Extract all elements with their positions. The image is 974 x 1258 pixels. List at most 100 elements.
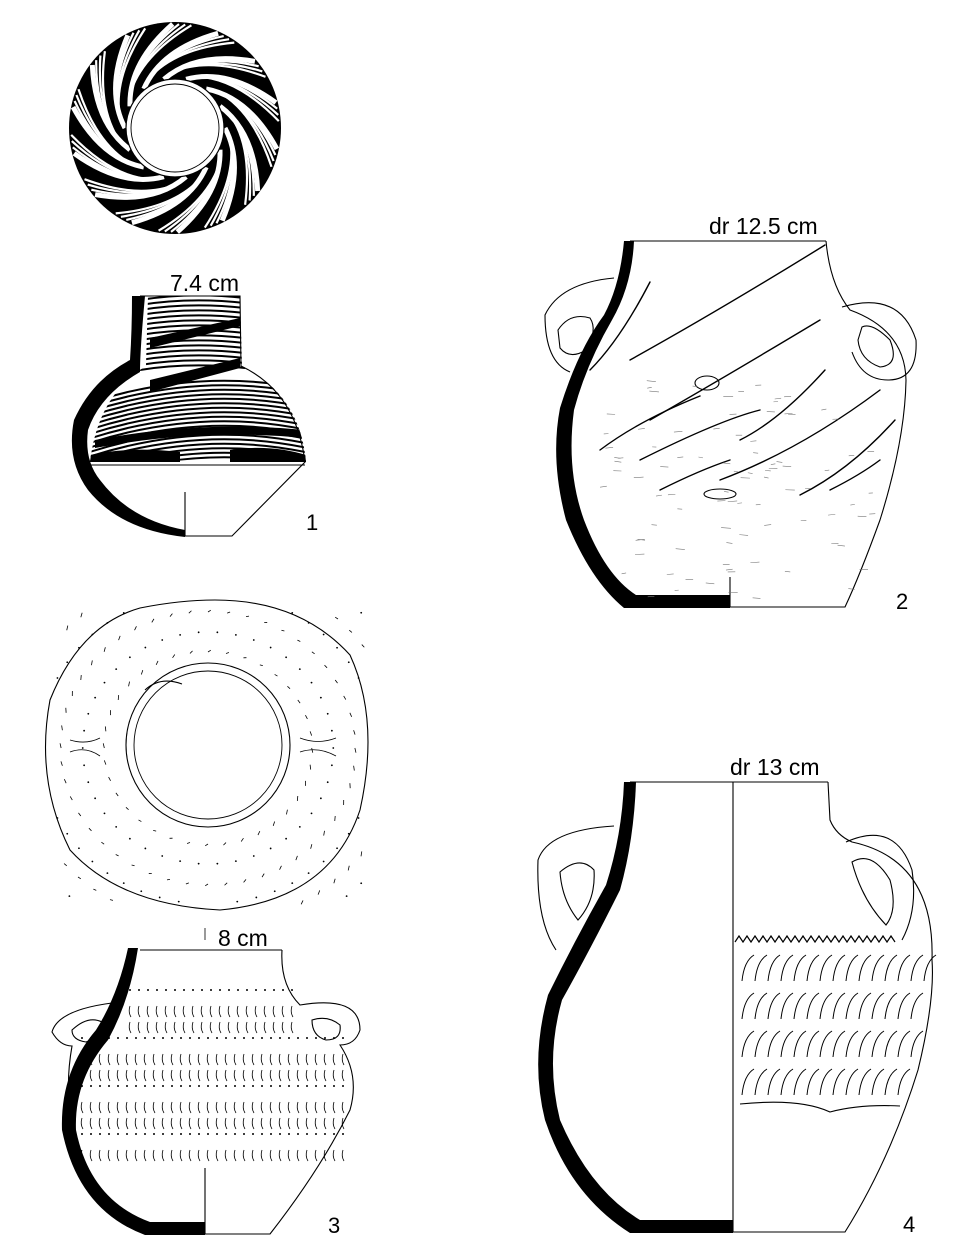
comb-mark [281, 1021, 285, 1034]
hooked-stroke [858, 954, 872, 982]
comb-mark [161, 1101, 165, 1114]
surface-stroke [605, 446, 614, 449]
comb-mark [115, 854, 119, 857]
comb-mark [305, 1101, 309, 1114]
shoulder-stripe [90, 393, 306, 419]
comb-mark [225, 652, 230, 654]
dot-mark [189, 1133, 191, 1135]
dot-mark [180, 1085, 182, 1087]
hooked-stroke [780, 954, 794, 982]
surface-stroke [724, 491, 729, 493]
dot-mark [198, 1085, 200, 1087]
comb-mark [305, 1117, 309, 1130]
hooked-stroke [832, 1068, 846, 1096]
surface-stroke [655, 494, 662, 497]
comb-mark [343, 695, 347, 700]
hooked-stroke [897, 992, 911, 1020]
comb-mark [332, 1053, 336, 1066]
comb-mark [128, 681, 130, 687]
comb-mark [290, 1021, 294, 1034]
comb-mark [98, 1069, 102, 1082]
comb-mark [155, 1021, 159, 1034]
dot-mark [197, 862, 200, 865]
comb-mark [207, 649, 212, 653]
comb-mark [269, 1101, 273, 1114]
comb-mark [107, 1149, 111, 1162]
dot-mark [234, 1037, 236, 1039]
comb-mark [143, 1101, 147, 1114]
dot-mark [297, 1085, 299, 1087]
comb-mark [323, 830, 325, 836]
comb-mark [60, 761, 63, 766]
comb-mark [261, 873, 265, 878]
comb-mark [311, 651, 315, 655]
neck-stripe [139, 304, 246, 311]
dot-mark [122, 882, 125, 884]
dot-mark [310, 812, 313, 815]
comb-mark [125, 1117, 129, 1130]
comb-mark [269, 1053, 273, 1066]
comb-mark [151, 618, 155, 623]
hooked-stroke [754, 954, 768, 982]
swirl-band [203, 137, 233, 229]
comb-mark [224, 1149, 228, 1162]
dot-mark [56, 677, 59, 679]
surface-stroke [727, 500, 738, 503]
dot-mark [273, 989, 275, 991]
comb-mark [182, 1021, 186, 1034]
dot-mark [216, 1133, 218, 1135]
hooked-stroke [871, 954, 885, 982]
shoulder-stripe [90, 397, 306, 423]
surface-stroke [848, 588, 855, 590]
dot-mark [357, 817, 360, 819]
hooked-stroke [754, 1068, 768, 1096]
dot-mark [179, 634, 182, 636]
dot-mark [126, 1037, 128, 1039]
comb-mark [59, 743, 62, 749]
comb-mark [155, 1005, 159, 1018]
comb-mark [215, 1101, 219, 1114]
hooked-stroke [897, 1030, 911, 1058]
dot-mark [288, 1133, 290, 1135]
hooked-stroke [845, 1068, 859, 1096]
comb-mark [323, 1117, 327, 1130]
vessel-3-top-view [44, 599, 369, 911]
dot-mark [99, 1037, 101, 1039]
surface-stroke [752, 597, 761, 599]
comb-mark [223, 842, 227, 846]
comb-mark [251, 1069, 255, 1082]
dot-mark [106, 621, 109, 624]
dot-mark [192, 989, 194, 991]
comb-mark [69, 796, 73, 801]
hooked-stroke [923, 954, 937, 982]
comb-mark [140, 669, 144, 675]
swirl-band [115, 176, 203, 215]
dot-mark [161, 639, 164, 641]
dot-mark [288, 1085, 290, 1087]
comb-mark [134, 1101, 138, 1114]
comb-mark [296, 1069, 300, 1082]
comb-mark [332, 1149, 336, 1162]
shoulder-band [95, 426, 305, 448]
dot-mark [117, 1037, 119, 1039]
dot-mark [234, 1085, 236, 1087]
dot-mark [147, 989, 149, 991]
comb-mark [323, 1053, 327, 1066]
comb-mark [215, 1149, 219, 1162]
dot-mark [165, 989, 167, 991]
dot-mark [99, 1133, 101, 1135]
swirl-band [228, 112, 249, 205]
dot-mark [179, 860, 182, 862]
dot-mark [252, 639, 255, 641]
dot-mark [207, 1085, 209, 1087]
dot-mark [135, 1037, 137, 1039]
comb-mark [349, 712, 353, 717]
dot-mark [285, 837, 288, 840]
comb-mark [224, 1117, 228, 1130]
dot-mark [81, 1133, 83, 1135]
comb-mark [152, 1069, 156, 1082]
comb-mark [166, 878, 171, 881]
dot-mark [279, 1085, 281, 1087]
surface-stroke [614, 457, 621, 459]
